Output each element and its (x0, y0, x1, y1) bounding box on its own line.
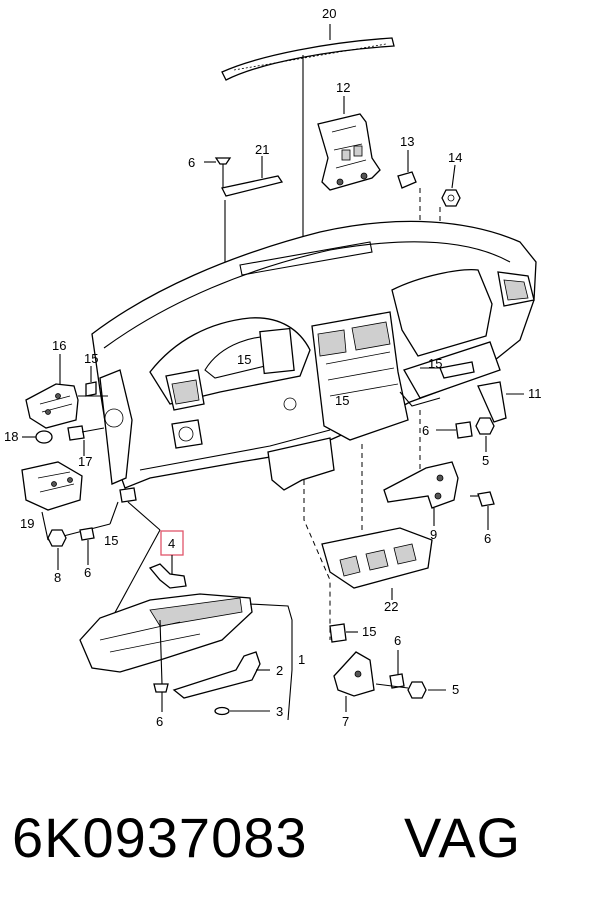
label-19: 19 (20, 516, 34, 531)
part-20-defroster-vent (221, 24, 395, 250)
label-18: 18 (4, 429, 18, 444)
label-3: 3 (276, 704, 283, 719)
part-8-nut (47, 529, 67, 570)
part-14-nut (441, 164, 461, 207)
part-16-left-bracket (25, 354, 108, 429)
part-22-console-bracket (303, 444, 433, 640)
label-11: 11 (528, 386, 542, 401)
label-15-left: 15 (84, 351, 98, 366)
label-16: 16 (52, 338, 66, 353)
part-number-text: 6K0937083 (12, 806, 308, 869)
part-1-lower-trim (79, 593, 293, 721)
label-5-right: 5 (482, 453, 489, 468)
label-13: 13 (400, 134, 414, 149)
dashboard-body (91, 220, 537, 491)
label-6-right: 6 (422, 423, 429, 438)
label-6-mid-right: 6 (484, 531, 491, 546)
label-1: 1 (298, 652, 305, 667)
label-9: 9 (430, 527, 437, 542)
part-number-labels: 20 12 13 14 6 21 16 15 15 15 15 18 17 11… (4, 6, 542, 729)
footer: 6K0937083 VAG (0, 790, 600, 910)
part-7-bracket (329, 623, 446, 712)
label-2: 2 (276, 663, 283, 678)
brand-text: VAG (404, 806, 522, 869)
label-15-bottom: 15 (362, 624, 376, 639)
label-17: 17 (78, 454, 92, 469)
part-17-bolt (67, 425, 105, 456)
exploded-parts-diagram: 20 12 13 14 6 21 16 15 15 15 15 18 17 11… (4, 6, 542, 729)
label-6-bottom-right: 6 (394, 633, 401, 648)
part-4-fastener (148, 530, 187, 589)
label-15-cluster: 15 (237, 352, 251, 367)
label-4: 4 (168, 536, 175, 551)
part-3-clip (214, 706, 270, 716)
part-18-cap (22, 430, 53, 444)
label-6-bottom: 6 (156, 714, 163, 729)
part-12-bracket (317, 96, 381, 191)
part-9-bracket (383, 410, 495, 530)
label-22: 22 (384, 599, 398, 614)
label-20: 20 (322, 6, 336, 21)
label-15-lower-left: 15 (104, 533, 118, 548)
part-2-trim-strip (153, 619, 270, 712)
label-15-console: 15 (335, 393, 349, 408)
part-6-screw-left (79, 527, 95, 565)
label-12: 12 (336, 80, 350, 95)
label-6-top: 6 (188, 155, 195, 170)
label-7: 7 (342, 714, 349, 729)
label-5-bottom: 5 (452, 682, 459, 697)
part-11-right-bracket (399, 361, 524, 452)
label-8: 8 (54, 570, 61, 585)
label-21: 21 (255, 142, 269, 157)
label-15-right: 15 (428, 356, 442, 371)
label-14: 14 (448, 150, 462, 165)
label-6-lower-left: 6 (84, 565, 91, 580)
